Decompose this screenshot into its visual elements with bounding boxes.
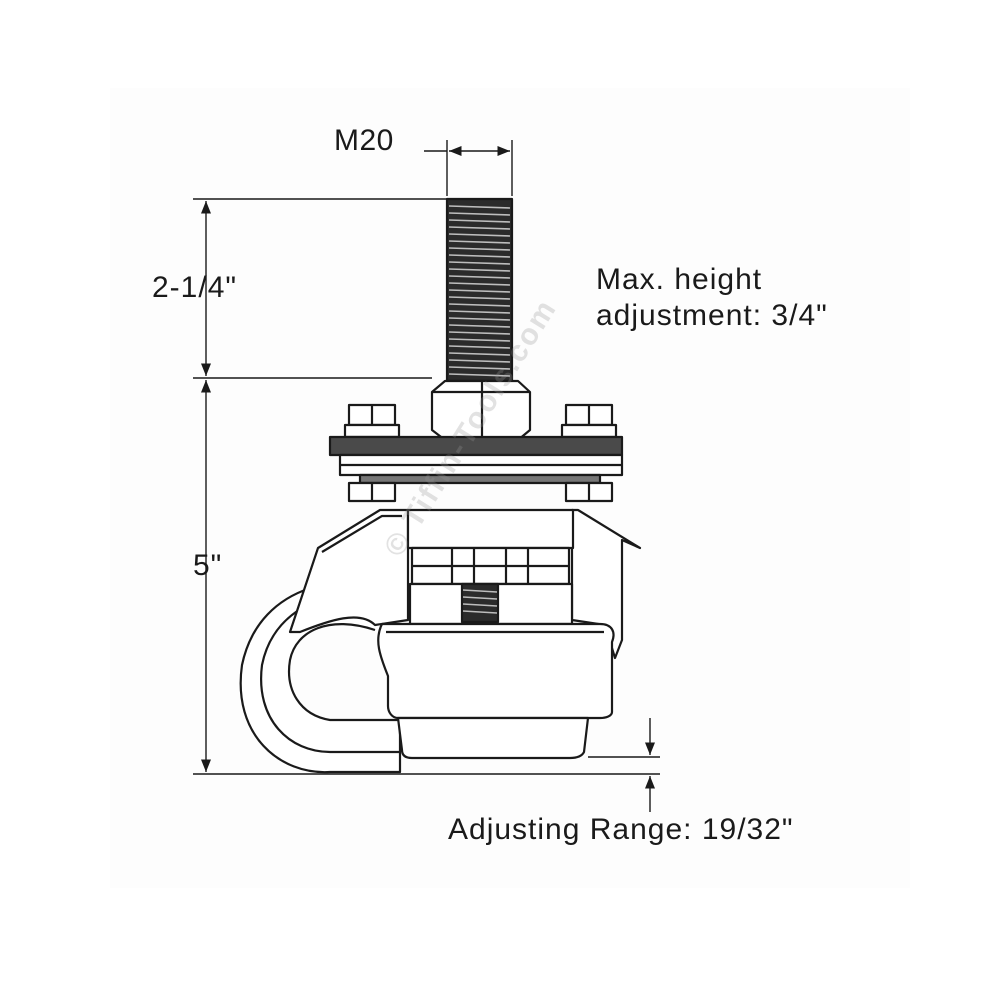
adjusting-range-label: Adjusting Range: 19/32" bbox=[448, 813, 794, 846]
stud-threads bbox=[448, 205, 511, 377]
thread-size-label: M20 bbox=[334, 124, 394, 157]
max-height-line-1: Max. height bbox=[596, 263, 763, 296]
max-height-line-2: adjustment: 3/4" bbox=[596, 299, 828, 332]
stud-length-label: 2-1/4" bbox=[152, 271, 238, 304]
overall-height-label: 5" bbox=[193, 549, 223, 582]
max-height-adjustment-label: Max. height adjustment: 3/4" bbox=[596, 262, 828, 334]
dimension-lines bbox=[193, 140, 660, 812]
caster-body bbox=[239, 197, 642, 774]
